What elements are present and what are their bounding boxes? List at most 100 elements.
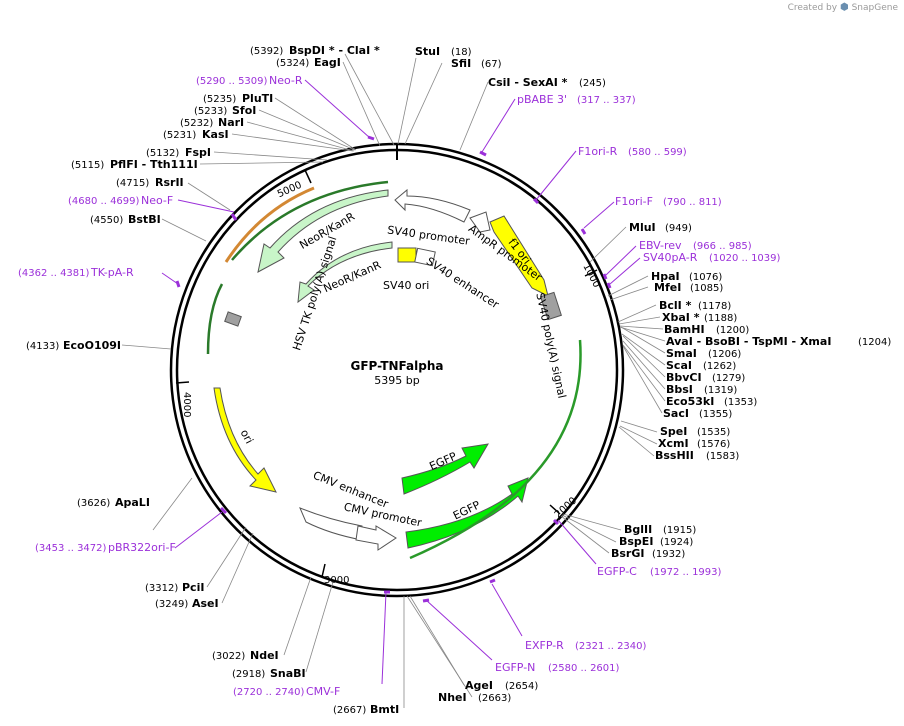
site-xcmi[interactable]: XcmI <box>658 437 689 450</box>
egfp-inner-feature[interactable] <box>401 443 489 495</box>
primer-range-neo-f: (4680 .. 4699) <box>68 196 140 207</box>
primer-cmv-f[interactable]: CMV-F <box>306 685 340 698</box>
site-pos-mfei: (1085) <box>690 283 723 294</box>
site-eagi[interactable]: EagI <box>314 56 341 69</box>
site-eco53ki[interactable]: Eco53kI <box>666 395 714 408</box>
site-mfei[interactable]: MfeI <box>654 281 681 294</box>
site-mlui[interactable]: MluI <box>629 221 656 234</box>
site-bspdi-clai[interactable]: BspDI * - ClaI * <box>289 44 380 57</box>
site-apali[interactable]: ApaLI <box>115 496 150 509</box>
primer-egfp-n[interactable]: EGFP-N <box>495 661 535 674</box>
site-pos-fspi: (5132) <box>146 148 179 159</box>
site-saci[interactable]: SacI <box>663 407 689 420</box>
primer-pbabe3[interactable]: pBABE 3' <box>517 93 567 106</box>
site-bsshii[interactable]: BssHII <box>655 449 694 462</box>
site-pos-asei: (3249) <box>155 599 188 610</box>
site-bcli[interactable]: BclI * <box>659 299 692 312</box>
site-pos-bsrgi: (1932) <box>652 549 685 560</box>
sv40-promoter-feature[interactable] <box>394 188 471 223</box>
primer-ebv-rev[interactable]: EBV-rev <box>639 239 682 252</box>
site-pos-bamhi: (1200) <box>716 325 749 336</box>
primer-range-pbr322ori-f: (3453 .. 3472) <box>35 543 107 554</box>
primer-range-neo-r: (5290 .. 5309) <box>196 76 268 87</box>
sv40-ori-promoter-block <box>414 247 436 267</box>
site-pos-bspdi: (5392) <box>250 46 283 57</box>
site-pos-sfoi: (5233) <box>194 106 227 117</box>
primer-pbr322ori-f[interactable]: pBR322ori-F <box>108 541 176 554</box>
site-pos-bcli: (1178) <box>698 301 731 312</box>
tnf-orf-arc <box>224 186 315 263</box>
site-bamhi[interactable]: BamHI <box>664 323 705 336</box>
site-bstbi[interactable]: BstBI <box>128 213 161 226</box>
primer-neo-f[interactable]: Neo-F <box>141 194 173 207</box>
primer-f1ori-r[interactable]: F1ori-R <box>578 145 618 158</box>
site-pos-bspei: (1924) <box>660 537 693 548</box>
site-pos-nhei: (2663) <box>478 693 511 704</box>
site-sfii[interactable]: SfiI <box>451 57 471 70</box>
ampr-promoter-feature[interactable] <box>469 211 491 233</box>
site-pos-bglii: (1915) <box>663 525 696 536</box>
site-fspi[interactable]: FspI <box>185 146 211 159</box>
site-pos-bmti: (2667) <box>333 705 366 716</box>
site-pos-hpai: (1076) <box>689 272 722 283</box>
tick-label-4000: 4000 <box>181 392 192 417</box>
tick-5000 <box>304 169 312 184</box>
site-agei[interactable]: AgeI <box>465 679 493 692</box>
site-pluti[interactable]: PluTI <box>242 92 273 105</box>
primer-tk-pa-r[interactable]: TK-pA-R <box>90 266 134 279</box>
site-bsrgi[interactable]: BsrGI <box>611 547 644 560</box>
egfp-outer-feature[interactable] <box>405 477 529 549</box>
primer-sv40pa-r[interactable]: SV40pA-R <box>643 251 698 264</box>
primer-range-ebv-rev: (966 .. 985) <box>693 241 752 252</box>
site-smai[interactable]: SmaI <box>666 347 697 360</box>
primer-neo-r[interactable]: Neo-R <box>269 74 303 87</box>
site-asei[interactable]: AseI <box>192 597 219 610</box>
site-pos-sfii: (67) <box>481 59 502 70</box>
cmv-promoter-feature[interactable] <box>355 525 397 551</box>
site-bbvci[interactable]: BbvCI <box>666 371 702 384</box>
site-hpai[interactable]: HpaI <box>651 270 680 283</box>
primer-range-exfp-r: (2321 .. 2340) <box>575 641 647 652</box>
site-nari[interactable]: NarI <box>218 116 244 129</box>
backbone-outer <box>169 142 625 598</box>
site-sfoi[interactable]: SfoI <box>232 104 256 117</box>
primer-range-pbabe3: (317 .. 337) <box>577 95 636 106</box>
site-pcii[interactable]: PciI <box>182 581 204 594</box>
site-snabi[interactable]: SnaBI <box>270 667 306 680</box>
site-bglii[interactable]: BglII <box>624 523 652 536</box>
site-kasi[interactable]: KasI <box>202 128 229 141</box>
site-pos-pcii: (3312) <box>145 583 178 594</box>
site-bspei[interactable]: BspEI <box>619 535 653 548</box>
neor-outer-feature[interactable] <box>257 189 389 273</box>
site-bbsi[interactable]: BbsI <box>666 383 693 396</box>
site-rsrii[interactable]: RsrII <box>155 176 184 189</box>
site-pos-snabi: (2918) <box>232 669 265 680</box>
primer-exfp-r[interactable]: EXFP-R <box>525 639 564 652</box>
primer-egfp-c[interactable]: EGFP-C <box>597 565 637 578</box>
neor-orf-arc <box>231 180 389 261</box>
site-scai[interactable]: ScaI <box>666 359 692 372</box>
sv40-ori-feature[interactable] <box>397 247 417 263</box>
site-nhei[interactable]: NheI <box>438 691 467 704</box>
primer-f1ori-f[interactable]: F1ori-F <box>615 195 653 208</box>
hsv-tk-polya-feature[interactable] <box>224 311 242 327</box>
site-xbai[interactable]: XbaI * <box>662 311 700 324</box>
site-pflfi-tth111i[interactable]: PflFI - Tth111I <box>110 158 198 171</box>
site-stui[interactable]: StuI <box>415 45 440 58</box>
sv40-polya-feature[interactable] <box>540 291 562 321</box>
ori-feature[interactable] <box>213 387 277 493</box>
neor-inner-feature[interactable] <box>297 241 393 304</box>
site-pos-smai: (1206) <box>708 349 741 360</box>
primer-marks <box>175 135 612 603</box>
site-pos-spei: (1535) <box>697 427 730 438</box>
site-ndei[interactable]: NdeI <box>250 649 279 662</box>
site-ecoo109i[interactable]: EcoO109I <box>63 339 121 352</box>
site-bmti[interactable]: BmtI <box>370 703 399 716</box>
site-csii-sexai[interactable]: CsiI - SexAI * <box>488 76 568 89</box>
snapgene-logo: ⬢ <box>839 2 849 13</box>
site-pos-kasi: (5231) <box>163 130 196 141</box>
site-spei[interactable]: SpeI <box>660 425 687 438</box>
site-avai-group[interactable]: AvaI - BsoBI - TspMI - XmaI <box>666 335 831 348</box>
site-pos-eagi: (5324) <box>276 58 309 69</box>
